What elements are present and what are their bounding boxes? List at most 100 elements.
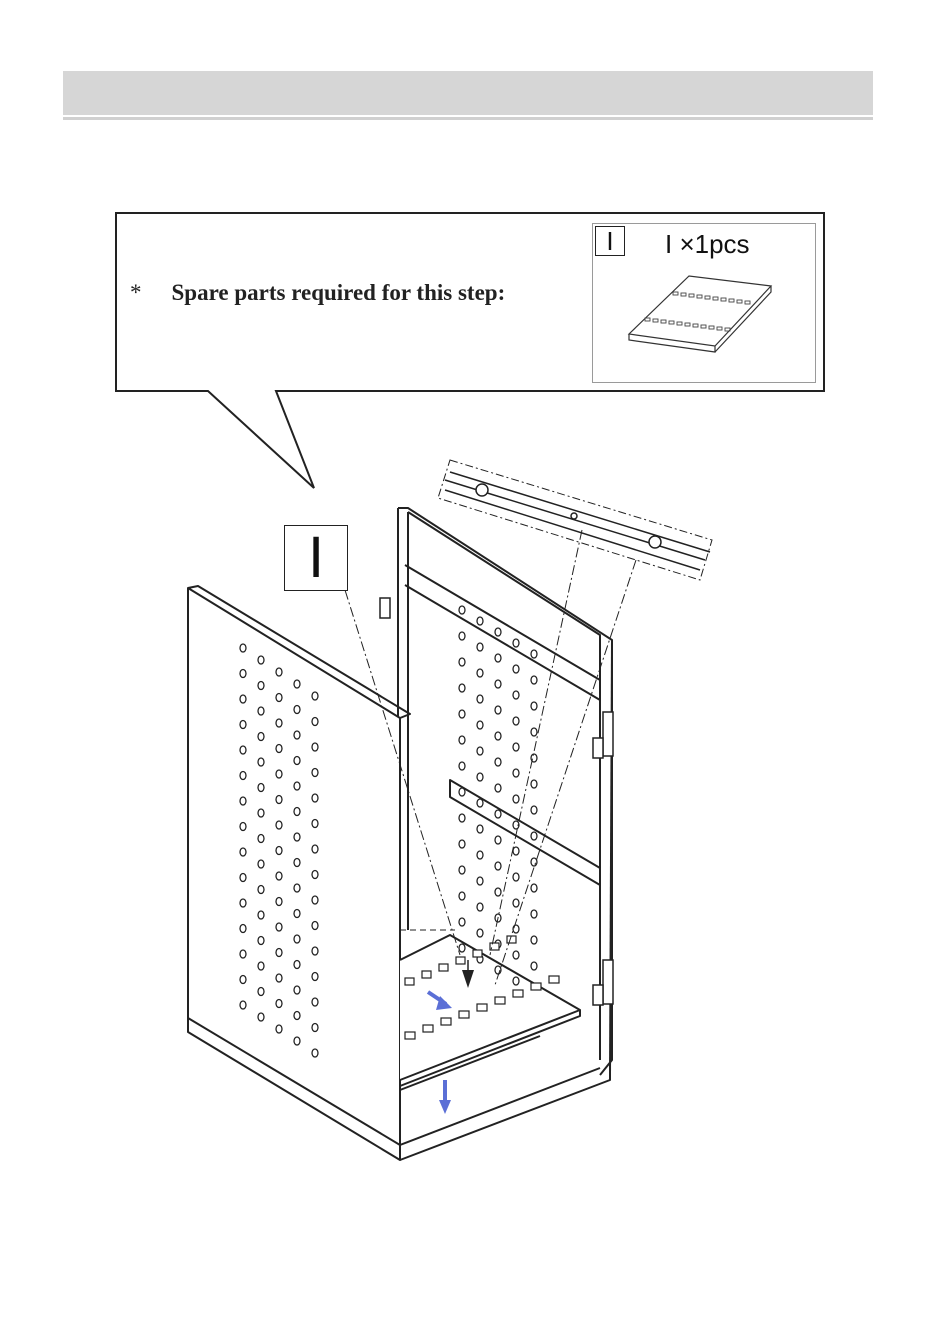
- perforation-hole: [258, 656, 264, 664]
- perforation-hole: [495, 706, 501, 714]
- perforation-hole: [531, 728, 537, 736]
- perforation-hole: [294, 884, 300, 892]
- perforation-hole: [495, 836, 501, 844]
- perforation-hole: [240, 721, 246, 729]
- perforation-hole: [276, 949, 282, 957]
- perforation-hole: [294, 910, 300, 918]
- perforation-hole: [240, 848, 246, 856]
- perforation-hole: [294, 680, 300, 688]
- shelf-slot: [531, 983, 541, 990]
- shelf-slot: [549, 976, 559, 983]
- perforation-hole: [513, 873, 519, 881]
- perforation-hole: [258, 937, 264, 945]
- perforation-hole: [312, 871, 318, 879]
- perforation-hole: [477, 617, 483, 625]
- perforation-hole: [276, 668, 282, 676]
- perforation-hole: [294, 706, 300, 714]
- perforation-hole: [258, 886, 264, 894]
- perforation-hole: [294, 782, 300, 790]
- perforation-hole: [477, 825, 483, 833]
- shelf-slot: [456, 957, 465, 964]
- perforation-hole: [531, 832, 537, 840]
- perforation-hole: [477, 903, 483, 911]
- perforation-hole: [459, 762, 465, 770]
- perforation-hole: [294, 859, 300, 867]
- shelf-slot: [441, 1018, 451, 1025]
- shelf-slot: [473, 950, 482, 957]
- perforation-hole: [495, 758, 501, 766]
- perforation-hole: [312, 769, 318, 777]
- perforation-hole: [276, 974, 282, 982]
- perforation-hole: [258, 835, 264, 843]
- perforation-hole: [495, 628, 501, 636]
- perforation-hole: [459, 632, 465, 640]
- perforation-hole: [531, 962, 537, 970]
- perforation-hole: [240, 1001, 246, 1009]
- perforation-hole: [513, 951, 519, 959]
- perforation-hole: [459, 736, 465, 744]
- perforation-hole: [495, 966, 501, 974]
- perforation-hole: [276, 1000, 282, 1008]
- perforation-hole: [459, 814, 465, 822]
- shelf-slot: [405, 1032, 415, 1039]
- perforation-hole: [477, 773, 483, 781]
- perforation-hole: [276, 872, 282, 880]
- perforation-hole: [513, 795, 519, 803]
- perforation-hole: [312, 947, 318, 955]
- perforation-hole: [276, 770, 282, 778]
- perforation-hole: [459, 918, 465, 926]
- shelf-slot: [507, 936, 516, 943]
- perforation-hole: [312, 820, 318, 828]
- perforation-hole: [477, 695, 483, 703]
- shelf-slot: [422, 971, 431, 978]
- perforation-hole: [276, 923, 282, 931]
- perforation-hole: [513, 925, 519, 933]
- perforation-hole: [531, 858, 537, 866]
- perforation-hole: [276, 719, 282, 727]
- shelf-slot: [423, 1025, 433, 1032]
- perforation-hole: [312, 922, 318, 930]
- shelf-slot: [477, 1004, 487, 1011]
- part-callout-label: I: [284, 525, 348, 591]
- perforation-hole: [294, 961, 300, 969]
- perforation-hole: [258, 809, 264, 817]
- perforation-hole: [258, 733, 264, 741]
- perforation-hole: [531, 702, 537, 710]
- shelf-slot: [405, 978, 414, 985]
- perforation-hole: [276, 847, 282, 855]
- perforation-hole: [477, 721, 483, 729]
- perforation-hole: [294, 1012, 300, 1020]
- perforation-hole: [477, 799, 483, 807]
- perforation-hole: [276, 745, 282, 753]
- perforation-hole: [477, 669, 483, 677]
- perforation-hole: [513, 847, 519, 855]
- perforation-hole: [312, 1024, 318, 1032]
- perforation-hole: [459, 892, 465, 900]
- perforation-hole: [495, 732, 501, 740]
- perforation-hole: [258, 682, 264, 690]
- perforation-hole: [294, 757, 300, 765]
- perforation-hole: [459, 684, 465, 692]
- perforation-hole: [312, 973, 318, 981]
- perforation-hole: [312, 998, 318, 1006]
- perforation-hole: [513, 977, 519, 985]
- perforation-hole: [258, 988, 264, 996]
- perforation-hole: [513, 769, 519, 777]
- perforation-hole: [477, 877, 483, 885]
- perforation-hole: [240, 976, 246, 984]
- perforation-hole: [459, 788, 465, 796]
- perforation-hole: [513, 717, 519, 725]
- perforation-hole: [294, 935, 300, 943]
- perforation-hole: [531, 650, 537, 658]
- perforation-hole: [459, 710, 465, 718]
- perforation-hole: [531, 910, 537, 918]
- shelf-slot: [495, 997, 505, 1004]
- perforation-hole: [459, 944, 465, 952]
- perforation-hole: [477, 851, 483, 859]
- perforation-hole: [258, 707, 264, 715]
- perforation-hole: [531, 676, 537, 684]
- shelf-slot: [513, 990, 523, 997]
- perforation-hole: [294, 731, 300, 739]
- perforation-hole: [240, 746, 246, 754]
